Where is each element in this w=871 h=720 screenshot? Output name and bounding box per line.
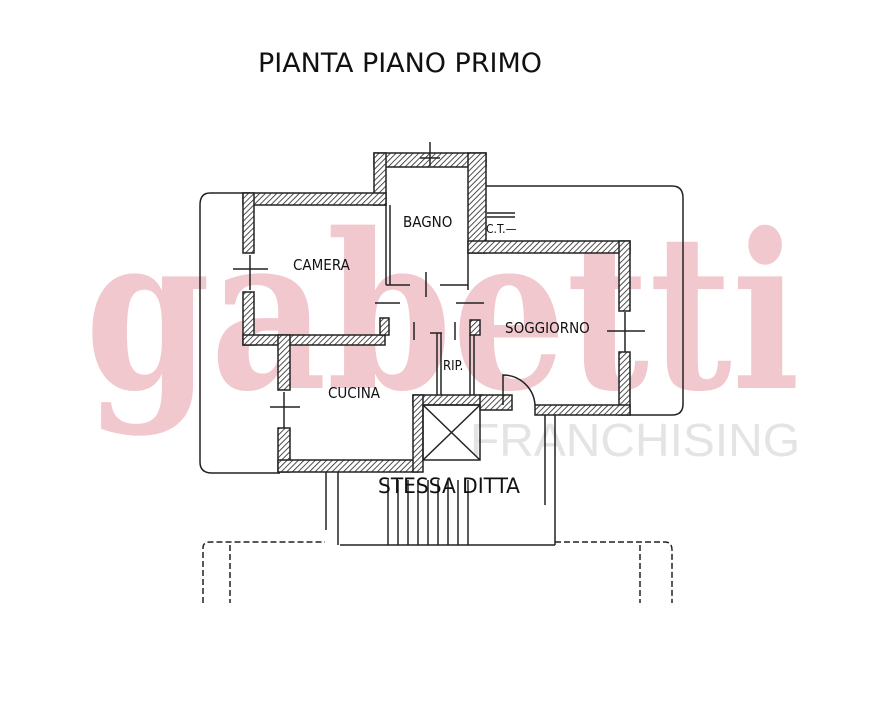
plan-lines (202, 142, 673, 603)
terrace-outline (199, 185, 684, 474)
watermark-subtitle: FRANCHISING (470, 414, 800, 466)
room-label-camera: CAMERA (293, 256, 351, 274)
room-label-cucina: CUCINA (328, 384, 381, 402)
room-label-bagno: BAGNO (403, 213, 452, 231)
plan-title: PIANTA PIANO PRIMO (258, 48, 542, 79)
room-label-rip: RIP. (443, 359, 463, 374)
room-label-ct: C.T.— (486, 222, 517, 236)
neighbor-label: STESSA DITTA (378, 474, 520, 498)
room-label-soggiorno: SOGGIORNO (505, 319, 590, 337)
